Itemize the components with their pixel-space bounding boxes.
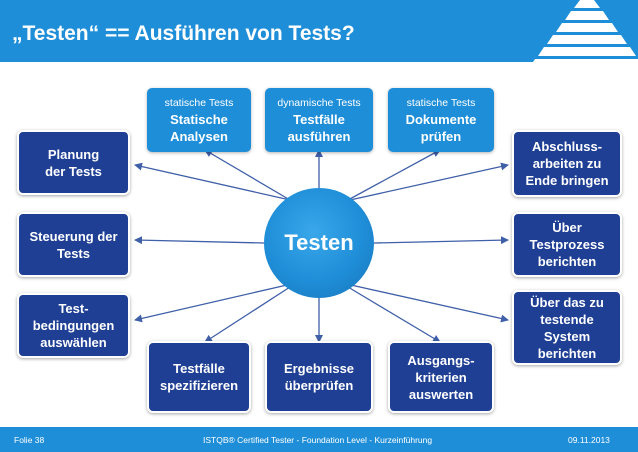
slide-number: Folie 38 [14,435,45,445]
top-box-line: ausführen [287,128,351,144]
box-line: Ergebnisse [283,361,355,376]
top-box-line: Statische [170,111,228,127]
box-line: berichten [537,254,597,269]
box-line: Ausgangs- [407,352,475,368]
box-line: überprüfen [284,378,354,393]
top-box-statische-analysen: statische Tests Statische Analysen [147,88,251,152]
pyramid-logo-icon [533,0,638,62]
slide-date: 09.11.2013 [568,435,610,445]
box-line: kriterien [415,369,467,385]
box-line: Über das zu [530,294,604,310]
box-line: Test- [58,301,89,316]
box-line: bedingungen [32,318,115,333]
box-line: System [543,328,591,344]
box-line: auswählen [40,335,107,350]
bottom-box-ergebnisse-ueberpruefen: Ergebnisse überprüfen [265,341,373,413]
box-line: Planung [47,146,100,162]
top-box-testfaelle-ausfuehren: dynamische Tests Testfälle ausführen [265,88,373,152]
right-box-abschlussarbeiten: Abschluss- arbeiten zu Ende bringen [512,130,622,197]
slide-title: „Testen“ == Ausführen von Tests? [12,22,355,45]
center-circle-testen: Testen [264,188,374,298]
box-line: Steuerung der [29,228,118,244]
left-box-steuerung: Steuerung der Tests [17,212,130,277]
header-bar: „Testen“ == Ausführen von Tests? [0,0,638,62]
left-box-testbedingungen: Test- bedingungen auswählen [17,293,130,358]
box-line: Testfälle [173,361,225,376]
right-box-system-berichten: Über das zu testende System berichten [512,290,622,365]
box-line: Abschluss- [531,139,603,154]
box-line: berichten [537,345,597,361]
box-line: arbeiten zu [532,156,602,171]
top-box-line: Analysen [170,128,228,144]
top-box-line: prüfen [420,128,462,144]
box-line: Tests [57,245,90,261]
top-box-line: Testfälle [293,111,345,127]
box-line: Über [552,220,582,235]
top-box-category: statische Tests [406,96,476,109]
top-box-category: statische Tests [164,96,234,109]
center-label: Testen [284,230,354,255]
top-box-dokumente-pruefen: statische Tests Dokumente prüfen [388,88,494,152]
box-line: Testprozess [529,237,605,252]
box-line: Ende bringen [525,173,609,188]
box-line: testende [540,311,594,327]
box-line: der Tests [45,163,102,179]
course-title: ISTQB® Certified Tester - Foundation Lev… [203,435,433,445]
left-box-planung: Planung der Tests [17,130,130,195]
box-line: spezifizieren [159,378,239,393]
footer-bar: Folie 38 ISTQB® Certified Tester - Found… [0,427,638,452]
bottom-box-ausgangskriterien: Ausgangs- kriterien auswerten [388,341,494,413]
top-box-category: dynamische Tests [277,96,361,109]
right-box-testprozess-berichten: Über Testprozess berichten [512,212,622,277]
box-line: auswerten [408,386,474,402]
bottom-box-testfaelle-spezifizieren: Testfälle spezifizieren [147,341,251,413]
top-box-line: Dokumente [405,111,477,127]
